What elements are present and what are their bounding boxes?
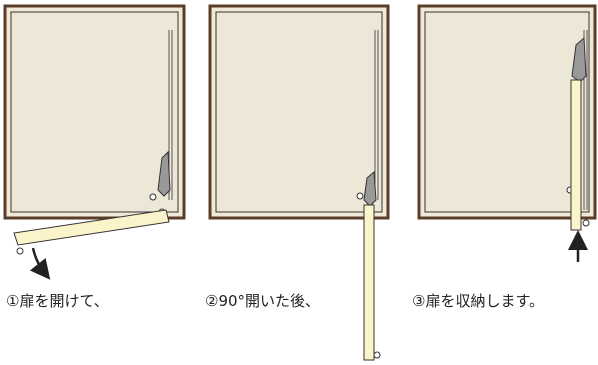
step-1-illustration bbox=[3, 4, 186, 280]
open-arrow-icon bbox=[29, 247, 51, 280]
step-2-caption: ②90°開いた後、 bbox=[205, 292, 321, 310]
step-3-caption: ③扉を収納します。 bbox=[412, 292, 544, 310]
step-2-illustration bbox=[208, 4, 390, 361]
hinge-icon bbox=[356, 170, 377, 214]
step-3-illustration bbox=[417, 4, 597, 262]
step-1-caption: ①扉を開けて、 bbox=[6, 292, 109, 310]
cabinet-panel-2 bbox=[215, 11, 383, 213]
cabinet-panel-1 bbox=[10, 11, 179, 213]
door-1 bbox=[13, 209, 170, 255]
door-2 bbox=[363, 204, 381, 361]
cabinet-panel-3 bbox=[424, 11, 590, 213]
